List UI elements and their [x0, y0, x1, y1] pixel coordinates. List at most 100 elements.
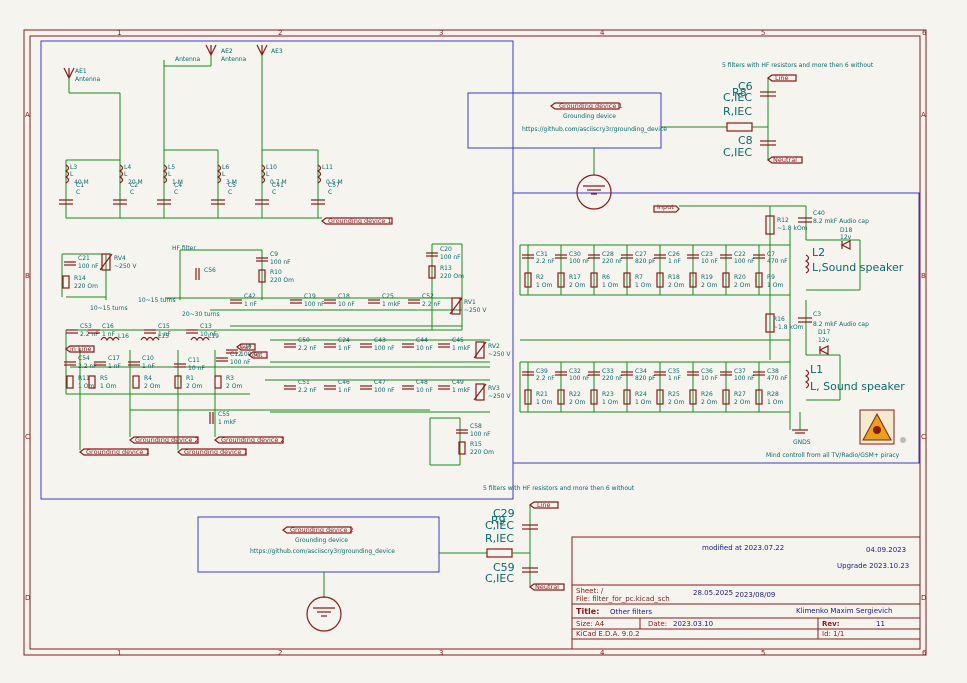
part-ref: C42 — [244, 293, 256, 300]
gnd-block1-title: Grounding device 1 — [550, 102, 623, 110]
antenna-ae2: AE2 Antenna — [205, 44, 247, 63]
grounding-device-1-block[interactable] — [467, 92, 662, 149]
rc-cap-ref: C35 — [668, 368, 680, 375]
antenna-section-wiring — [65, 55, 322, 219]
neutral-label-bottom: Neutral — [529, 583, 565, 591]
rc-res-val: 1 Om — [602, 399, 618, 406]
gnd1-label-b: Grounding device 1 — [177, 448, 248, 456]
part-val: ~250 V — [488, 393, 511, 400]
coil-ref: L3 — [70, 164, 77, 171]
part-l16: L16 — [100, 333, 129, 342]
tb-id: Id: 1/1 — [822, 630, 844, 638]
rc-res-ref: R17 — [569, 274, 581, 281]
coil-type: L — [124, 171, 128, 178]
part-val: 100 nF — [270, 259, 291, 266]
rc-cap-val: 220 nF — [602, 375, 623, 382]
part-l15: L15 — [140, 333, 169, 342]
rc-res-val: 1 Om — [767, 282, 783, 289]
svg-text:~1.8 kOm: ~1.8 kOm — [773, 324, 804, 331]
rc-res-val: 2 Om — [701, 399, 717, 406]
rc-cap-ref: C23 — [701, 251, 713, 258]
tb-sheet-date: 2023/08/09 — [735, 591, 775, 599]
cap-value: C — [328, 189, 332, 196]
rc-cap-val: 820 pF — [635, 258, 656, 265]
part-c56: C56 — [195, 267, 216, 280]
part-ref: C16 — [102, 323, 114, 330]
svg-text:Grounding device 2: Grounding device 2 — [290, 526, 354, 534]
svg-text:D18: D18 — [840, 227, 852, 234]
rc-res-val: 1 Om — [536, 282, 552, 289]
rc-res-ref: R7 — [635, 274, 643, 281]
svg-text:C40: C40 — [813, 210, 825, 217]
rc-cap-ref: C30 — [569, 251, 581, 258]
r8-val: R,IEC — [723, 105, 752, 118]
cap-ref: C1 — [76, 182, 84, 189]
svg-text:Antenna: Antenna — [75, 76, 101, 83]
svg-text:GNDS: GNDS — [793, 439, 811, 446]
rc-cap-val: 470 nF — [767, 375, 788, 382]
note-top: 5 filters with HF resistors and more the… — [722, 62, 874, 69]
c6-ref: C6 — [738, 80, 753, 93]
part-val: 2.2 nF — [80, 331, 99, 338]
part-val: 2 Om — [226, 383, 242, 390]
part-val: 1 nF — [142, 363, 156, 370]
coil-type: L — [70, 171, 74, 178]
input-label: Input — [653, 203, 680, 213]
part-ref: C53 — [80, 323, 92, 330]
c29-ref: C29 — [493, 507, 515, 520]
part-rv2: RV2~250 V — [473, 341, 511, 359]
coil-type: L — [168, 171, 172, 178]
part-ref: C15 — [158, 323, 170, 330]
part-val: 1 nF — [338, 387, 352, 394]
r16-resistor: R16 ~1.8 kOm — [765, 313, 804, 333]
tb-title-label: Title: — [576, 607, 599, 616]
gnd-block1-url[interactable]: https://github.com/asciiscry3r/grounding… — [522, 126, 667, 133]
cap-value: C — [174, 189, 178, 196]
svg-text:L2: L2 — [812, 246, 825, 259]
part-val: 220 Om — [74, 283, 98, 290]
grounding-device-2-block[interactable] — [197, 516, 440, 573]
part-val: 10 nF — [188, 365, 205, 372]
speaker-region-wiring — [519, 205, 861, 430]
part-r1: R12 Om — [174, 375, 202, 390]
rc-res-ref: R27 — [734, 391, 746, 398]
svg-text:12v: 12v — [840, 234, 852, 241]
rc-res-ref: R2 — [536, 274, 544, 281]
c59-val: C,IEC — [485, 572, 514, 585]
line-label-bottom: Line — [529, 501, 559, 509]
rc-res-val: 2 Om — [734, 282, 750, 289]
tb-upgrade: Upgrade 2023.10.23 — [837, 562, 909, 570]
part-val: 2.2 nF — [78, 363, 97, 370]
part-val: 1 mkF — [452, 387, 471, 394]
tb-date-right: 04.09.2023 — [866, 546, 906, 554]
cap-c1: C1C — [59, 182, 84, 205]
rc-res-ref: R26 — [701, 391, 713, 398]
rc-cap-val: 100 nF — [569, 375, 590, 382]
coil-value: 20 M — [128, 179, 143, 186]
rc-res-val: 1 Om — [635, 399, 651, 406]
rc-cap-ref: C7 — [767, 251, 775, 258]
rc-res-ref: R18 — [668, 274, 680, 281]
rc-cap-ref: C38 — [767, 368, 779, 375]
gnd-block2-url[interactable]: https://github.com/asciiscry3r/grounding… — [250, 548, 395, 555]
rc-cap-ref: C28 — [602, 251, 614, 258]
svg-text:Neutral: Neutral — [773, 156, 797, 164]
rc-res-ref: R24 — [635, 391, 647, 398]
gnd2-label-b: Grounding device 2 — [214, 436, 285, 444]
part-val: 1 mkF — [382, 301, 401, 308]
rc-cap-val: 100 nF — [569, 258, 590, 265]
